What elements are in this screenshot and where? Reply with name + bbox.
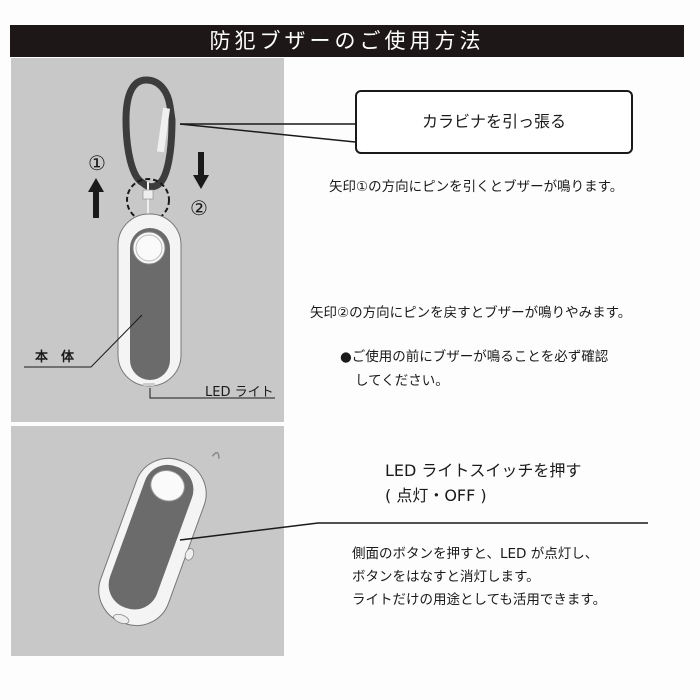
note-line-1: ●ご使用の前にブザーが鳴ることを必ず確認 xyxy=(340,349,609,365)
arrow-down-icon xyxy=(193,152,209,189)
instruction-pull: 矢印①の方向にピンを引くとブザーが鳴ります。 xyxy=(329,179,624,195)
light-description-line: ボタンをはなすと消灯します。 xyxy=(352,569,540,585)
light-switch-heading: LED ライトスイッチを押す xyxy=(385,461,582,480)
note-line-2: してください。 xyxy=(355,373,449,389)
buzzer-device-angled xyxy=(98,451,220,627)
carabiner-icon xyxy=(122,76,176,191)
light-description-line: 側面のボタンを押すと、LED が点灯し、 xyxy=(352,546,599,562)
label-led: LED ライト xyxy=(205,385,274,400)
arrow-1-label: ① xyxy=(88,151,106,175)
instruction-return: 矢印②の方向にピンを戻すとブザーが鳴りやみます。 xyxy=(310,305,632,321)
light-description: 側面のボタンを押すと、LED が点灯し、 ボタンをはなすと消灯します。 ライトだ… xyxy=(352,543,606,612)
light-description-line: ライトだけの用途としても活用できます。 xyxy=(352,592,607,608)
buzzer-device-front xyxy=(117,213,182,387)
callout-pull-carabiner: カラビナを引っ張る xyxy=(355,90,633,154)
arrow-up-icon xyxy=(88,178,104,218)
arrow-2-label: ② xyxy=(190,196,208,220)
light-switch-subheading: ( 点灯・OFF ) xyxy=(385,486,487,505)
label-body: 本 体 xyxy=(35,350,75,365)
page-title: 防犯ブザーのご使用方法 xyxy=(10,25,684,57)
